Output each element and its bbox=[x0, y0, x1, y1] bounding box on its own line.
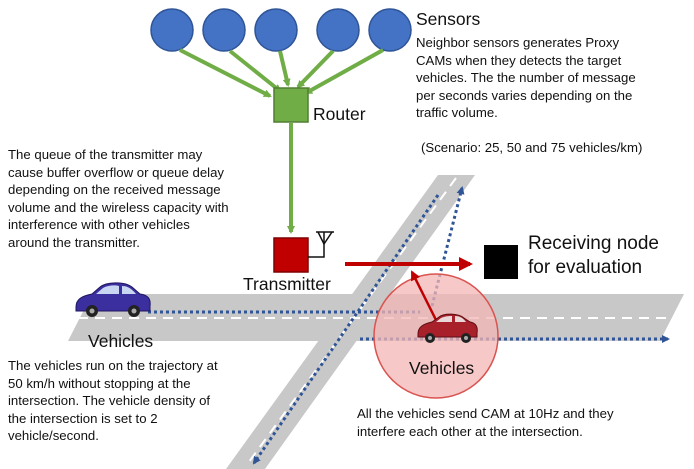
sensors-title: Sensors bbox=[416, 9, 481, 29]
cam-arrow bbox=[410, 270, 438, 321]
sensor-arrow-3 bbox=[278, 50, 291, 87]
sensor-node-4 bbox=[316, 8, 360, 52]
sensor-arrow-2 bbox=[228, 49, 282, 93]
sensor-node-1 bbox=[150, 8, 194, 52]
trajectory-diagonal-down bbox=[252, 194, 440, 465]
router-box bbox=[273, 87, 309, 123]
receiving-node-box bbox=[484, 245, 518, 279]
diagonal-lane-marking bbox=[245, 177, 457, 467]
sensor-arrow-4 bbox=[296, 49, 335, 89]
antenna-icon bbox=[308, 231, 334, 258]
receiving-node-label: Receiving node for evaluation bbox=[528, 233, 659, 278]
transmitter-label: Transmitter bbox=[243, 274, 331, 294]
sensor-arrow-5 bbox=[304, 48, 384, 95]
vehicles-left-label: Vehicles bbox=[88, 331, 154, 351]
router-label: Router bbox=[313, 104, 366, 124]
red-car-icon bbox=[417, 313, 478, 343]
sensor-node-3 bbox=[254, 8, 298, 52]
sensors-scenario: (Scenario: 25, 50 and 75 vehicles/km) bbox=[421, 140, 643, 155]
transmitter-queue-note: The queue of the transmitter may cause b… bbox=[8, 147, 229, 250]
vehicles-cam-note: All the vehicles send CAM at 10Hz and th… bbox=[357, 406, 614, 439]
sensors-description: Neighbor sensors generates Proxy CAMs wh… bbox=[416, 35, 636, 121]
sensor-node-5 bbox=[368, 8, 412, 52]
sensor-arrow-1 bbox=[179, 48, 272, 98]
vehicles-right-label: Vehicles bbox=[409, 358, 475, 378]
sensor-node-2 bbox=[202, 8, 246, 52]
transmitter-box bbox=[273, 237, 309, 273]
vehicles-trajectory-note: The vehicles run on the trajectory at 50… bbox=[8, 358, 218, 444]
blue-car-icon bbox=[75, 282, 151, 317]
